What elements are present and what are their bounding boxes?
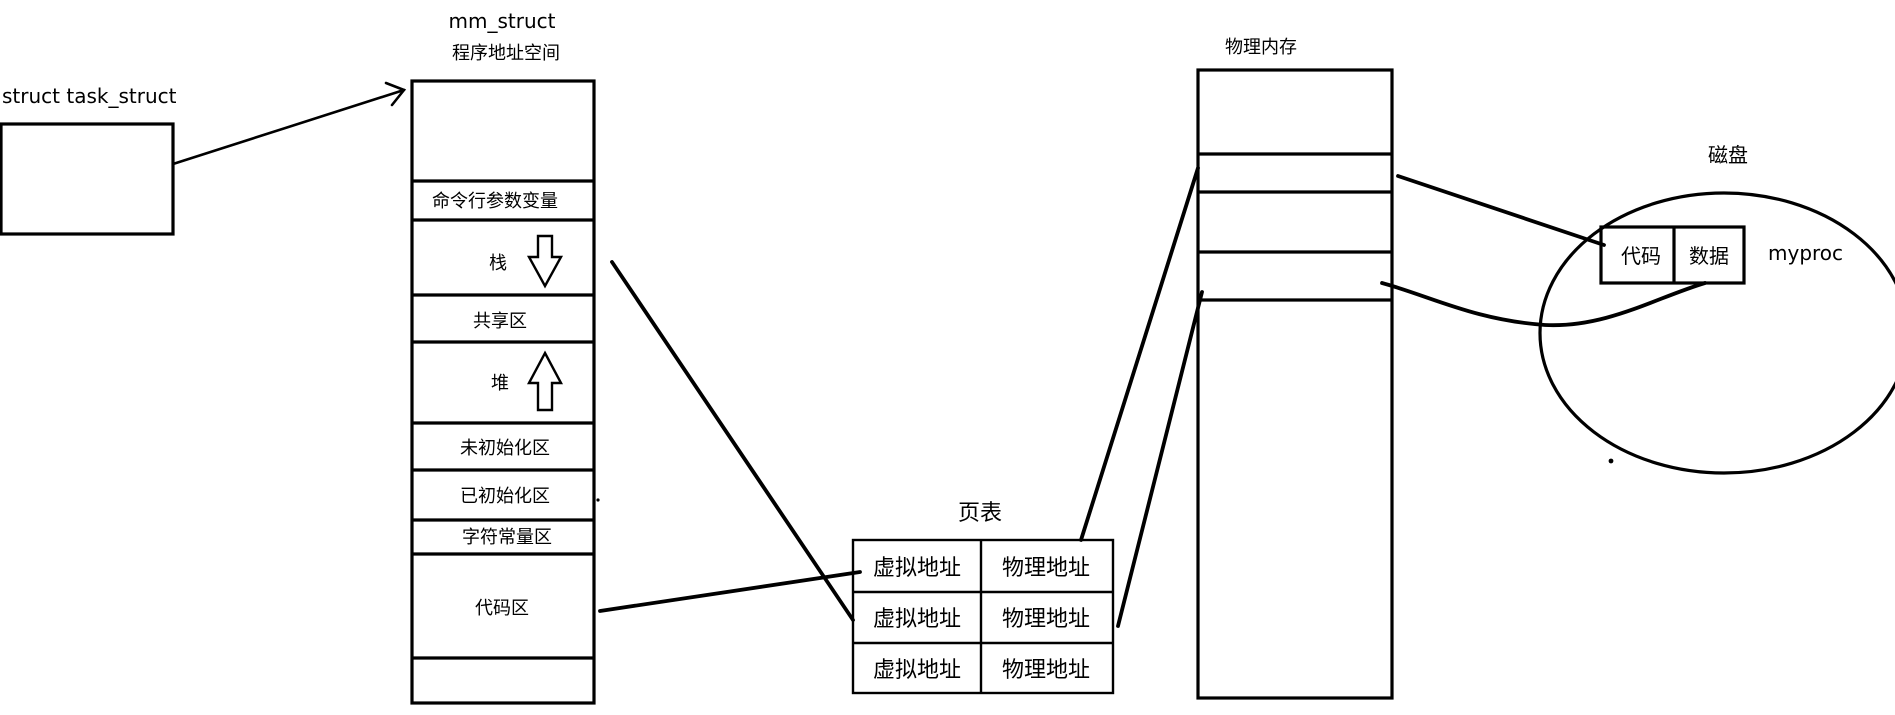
- segment-data: 已初始化区: [460, 486, 550, 507]
- page-table-title: 页表: [958, 501, 1002, 526]
- segment-shared: 共享区: [473, 311, 527, 332]
- stray-dot: [1608, 458, 1614, 464]
- pagetable-to-memory-line-1: [1079, 166, 1200, 542]
- stray-dot: [596, 498, 600, 502]
- physical-memory-box: [1196, 68, 1394, 700]
- stack-to-pagetable-line: [610, 260, 855, 622]
- memory-to-disk-data-curve: [1380, 281, 1707, 328]
- task-struct-box: [0, 122, 175, 236]
- disk-ellipse: [1538, 191, 1895, 475]
- memory-to-disk-code-line: [1396, 174, 1606, 247]
- page-table-node: 页表 虚拟地址 物理地址 虚拟地址 物理地址 虚拟地址 物理地址: [851, 501, 1115, 695]
- disk-data-cell: 数据: [1689, 244, 1729, 268]
- mm-struct-node: mm_struct 程序地址空间 命令行参数变量 栈 共享区 堆 未初始化区 已…: [410, 9, 600, 705]
- disk-code-cell: 代码: [1621, 244, 1661, 268]
- pagetable-to-memory-line-2: [1116, 290, 1204, 628]
- segment-heap: 堆: [491, 373, 509, 394]
- segment-code: 代码区: [475, 598, 529, 619]
- disk-node: 磁盘 代码 数据 myproc: [1538, 143, 1895, 475]
- row1-physical-cell: 物理地址: [1002, 556, 1090, 581]
- segment-stack: 栈: [489, 253, 507, 274]
- task-struct-node: struct task_struct: [0, 84, 177, 236]
- physical-memory-title: 物理内存: [1225, 37, 1297, 58]
- row3-physical-cell: 物理地址: [1002, 658, 1090, 683]
- mm-struct-title: mm_struct: [449, 9, 556, 33]
- task-struct-label: struct task_struct: [2, 84, 177, 108]
- task-to-mm-arrow: [171, 81, 407, 166]
- physical-memory-node: 物理内存: [1196, 37, 1394, 700]
- row2-virtual-cell: 虚拟地址: [873, 607, 961, 632]
- row3-virtual-cell: 虚拟地址: [873, 658, 961, 683]
- address-space-box: [410, 79, 596, 705]
- myproc-label: myproc: [1768, 241, 1843, 265]
- disk-title: 磁盘: [1708, 143, 1748, 167]
- row1-virtual-cell: 虚拟地址: [873, 556, 961, 581]
- segment-rodata: 字符常量区: [462, 527, 552, 548]
- page-table-box: [851, 538, 1115, 695]
- arrow-down-icon: [526, 234, 564, 289]
- arrow-up-icon: [527, 350, 563, 412]
- mm-struct-subtitle: 程序地址空间: [452, 43, 560, 64]
- row2-physical-cell: 物理地址: [1002, 607, 1090, 632]
- segment-cmdline-args: 命令行参数变量: [432, 191, 558, 212]
- segment-bss: 未初始化区: [460, 438, 550, 459]
- code-to-pagetable-line: [598, 570, 862, 613]
- mapping-lines: [598, 166, 1707, 628]
